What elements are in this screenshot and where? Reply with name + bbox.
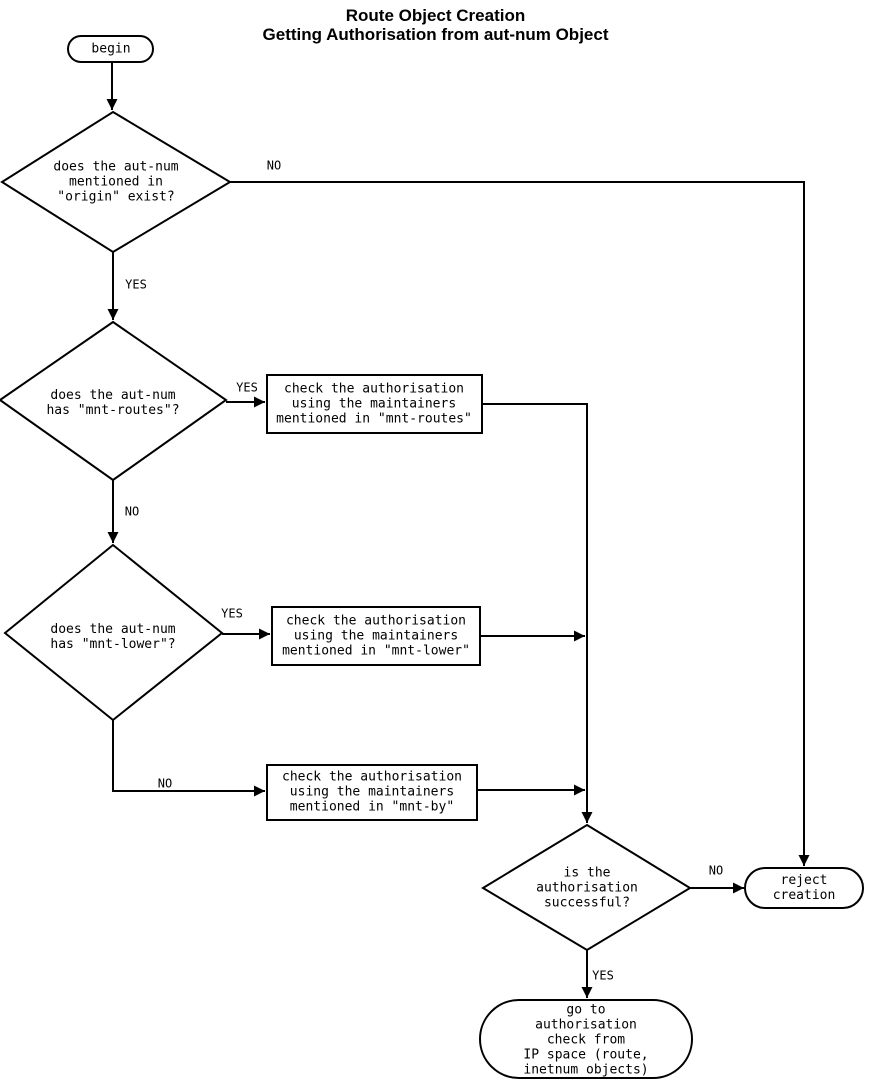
has-mnt-routes-decision-shape <box>0 320 228 482</box>
begin-node-label: begin <box>91 41 131 57</box>
has-mnt-routes-decision-label: does the aut-num has "mnt-routes"? <box>46 388 180 418</box>
origin-no-edge-label: NO <box>266 158 282 173</box>
check-mnt-lower-process-label: check the authorisation using the mainta… <box>282 613 470 659</box>
check-mnt-lower-process-shape <box>271 606 481 666</box>
auth-successful-decision-label: is the authorisation successful? <box>536 865 638 911</box>
edge-check-routes-to-auth <box>482 403 593 823</box>
edge-mnt-lower-no-to-check-by <box>112 720 265 797</box>
reject-creation-node-shape <box>744 867 864 909</box>
origin-yes-edge-label: YES <box>125 277 147 292</box>
mnt-routes-yes-edge-label: YES <box>236 380 258 395</box>
auth-yes-edge-label: YES <box>592 968 614 983</box>
check-mnt-by-process-label: check the authorisation using the mainta… <box>281 769 463 815</box>
origin-exists-decision-label: does the aut-num mentioned in "origin" e… <box>53 159 179 205</box>
mnt-lower-yes-edge-label: YES <box>221 606 243 621</box>
check-mnt-by-process-shape <box>266 764 478 821</box>
mnt-lower-no-edge-label: NO <box>157 776 173 791</box>
has-mnt-lower-decision-shape <box>3 543 224 722</box>
mnt-routes-no-edge-label: NO <box>124 504 140 519</box>
reject-creation-node-label: reject creation <box>772 873 836 903</box>
has-mnt-lower-decision-label: does the aut-num has "mnt-lower"? <box>50 622 176 652</box>
check-mnt-routes-process-label: check the authorisation using the mainta… <box>276 381 472 427</box>
auth-no-edge-label: NO <box>708 863 724 878</box>
goto-ip-space-node-label: go to authorisation check from IP space … <box>523 1002 649 1078</box>
auth-successful-decision-shape <box>481 823 692 952</box>
diagram-title: Route Object Creation Getting Authorisat… <box>262 6 609 44</box>
origin-exists-decision-shape <box>0 110 232 254</box>
check-mnt-routes-process-shape <box>266 374 483 434</box>
edge-origin-no-to-reject <box>230 181 810 866</box>
goto-ip-space-node-shape <box>479 999 693 1079</box>
begin-node-shape <box>67 35 154 63</box>
